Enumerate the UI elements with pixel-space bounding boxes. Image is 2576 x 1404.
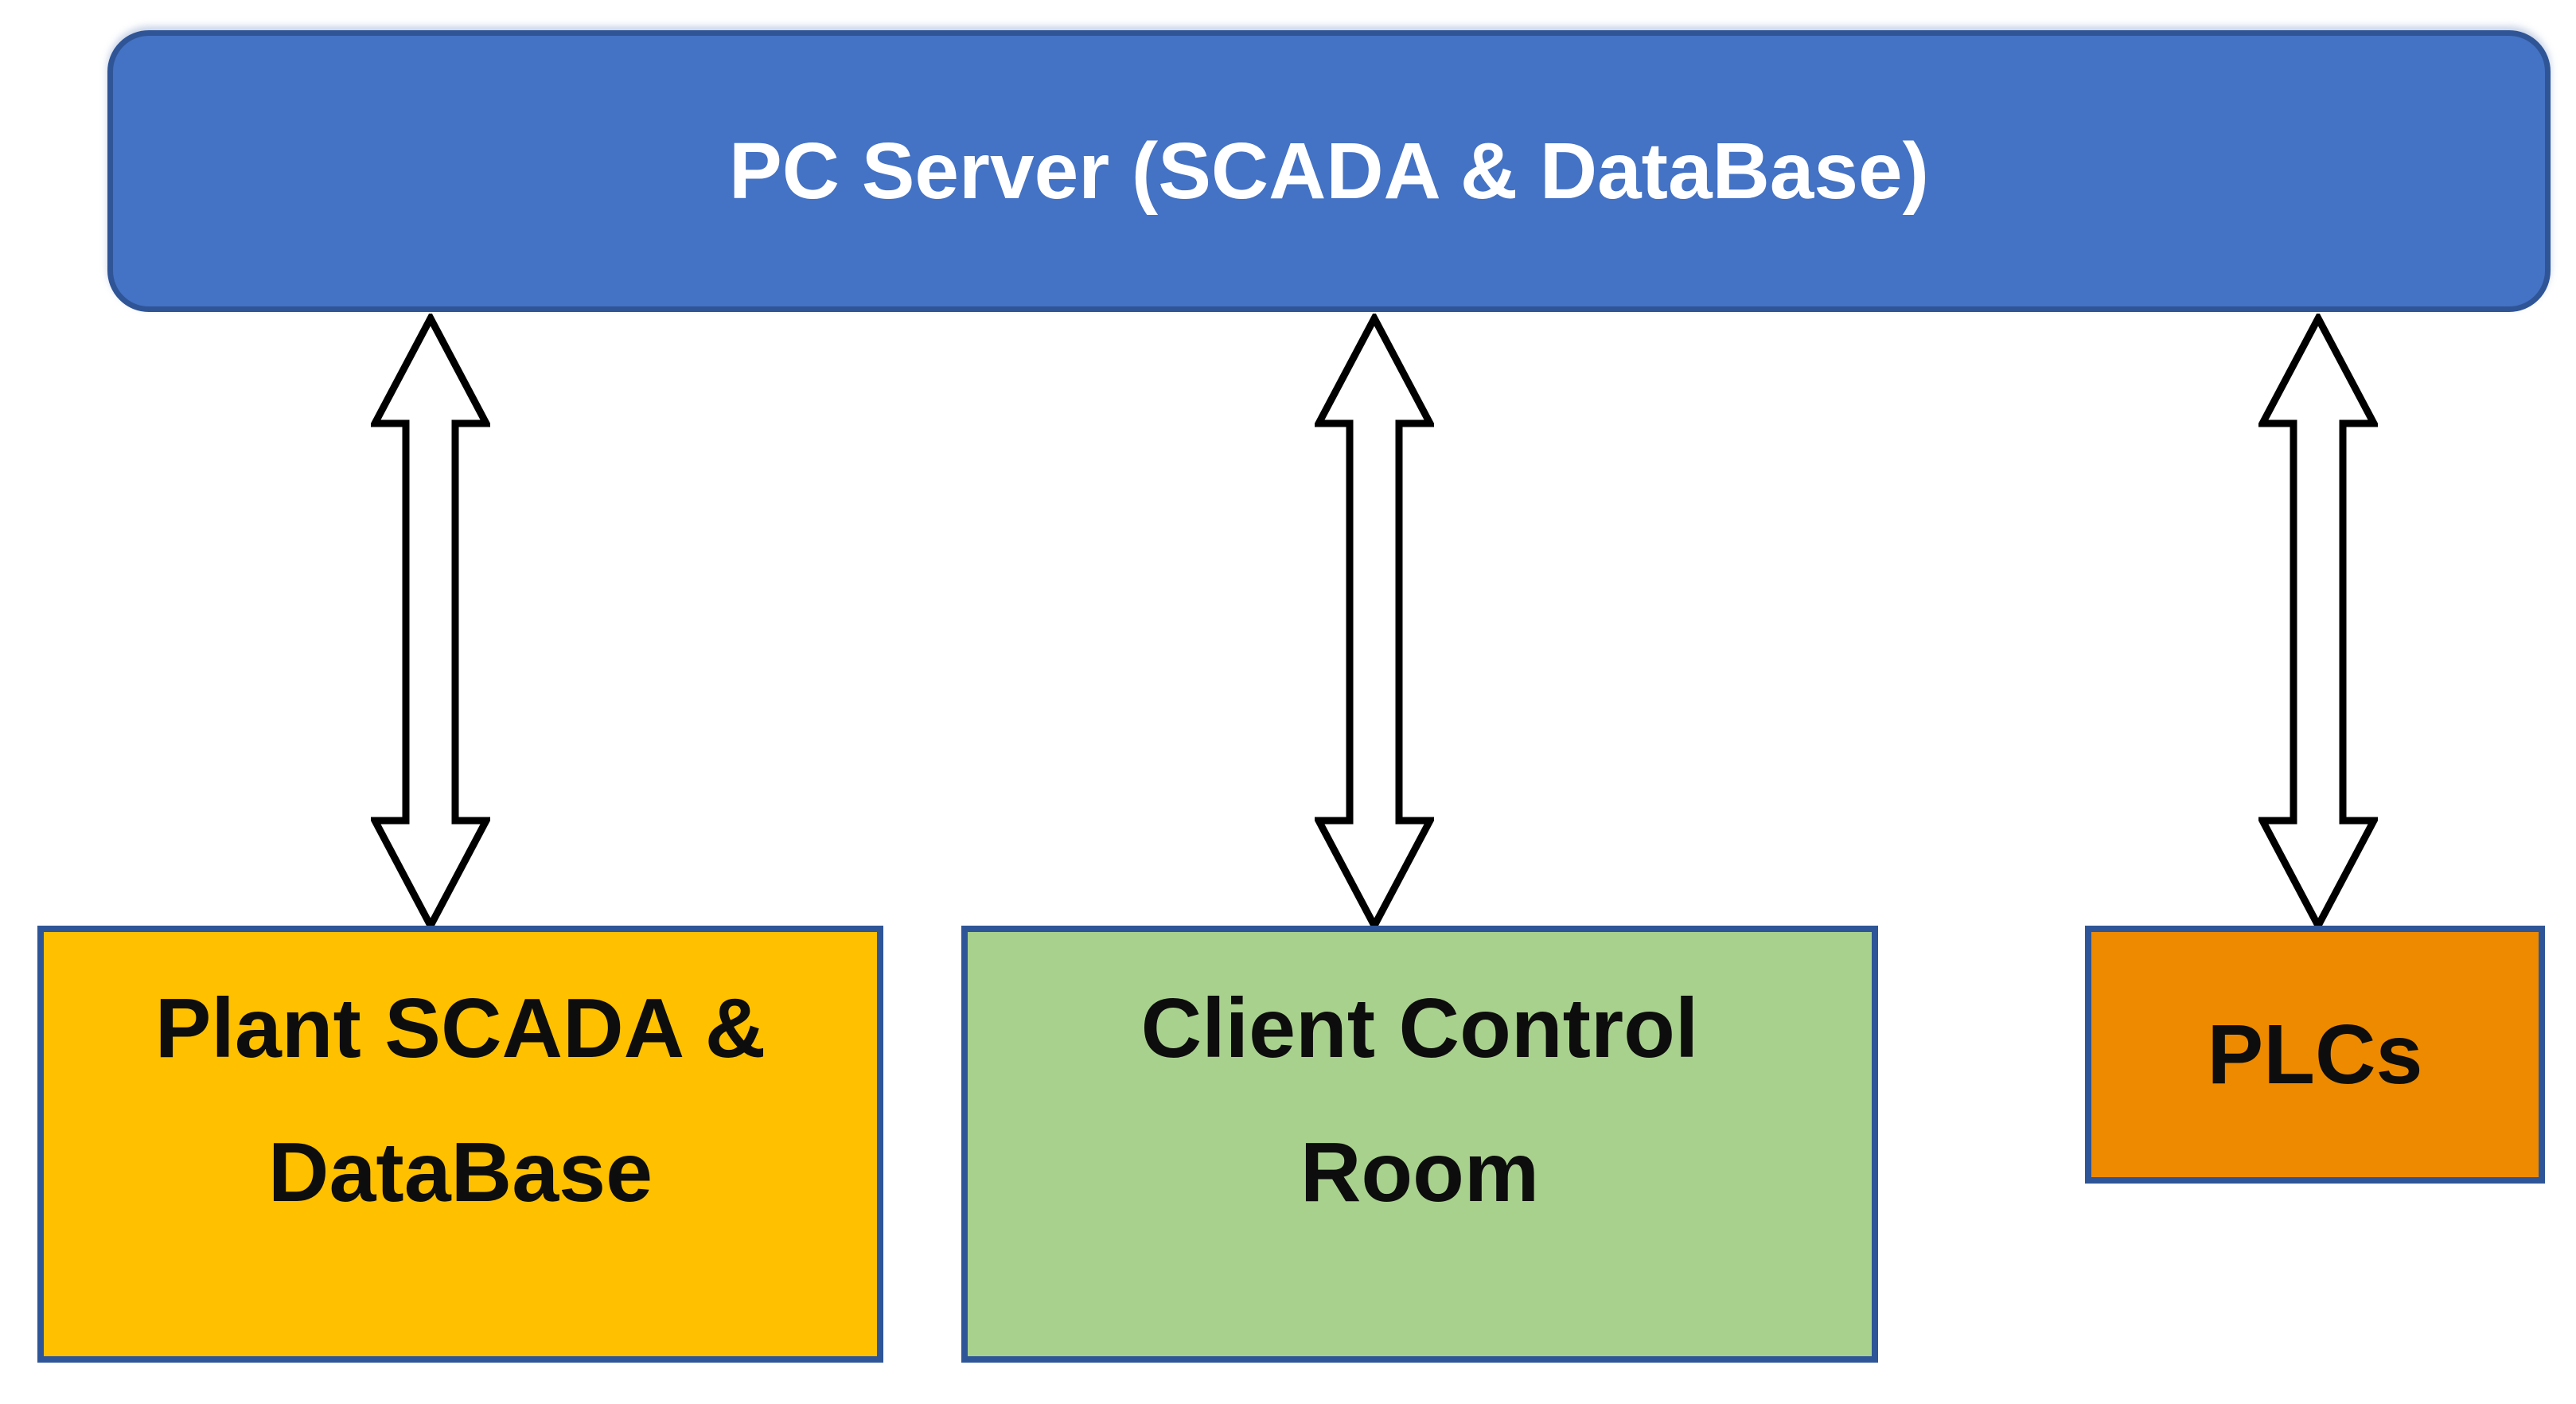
node-plcs: PLCs [2085, 926, 2545, 1184]
node-pc-server-label: PC Server (SCADA & DataBase) [729, 126, 1929, 216]
double-arrow-server-to-plcs [2258, 314, 2378, 930]
node-plant-scada-database: Plant SCADA & DataBase [37, 926, 883, 1363]
node-pc-server: PC Server (SCADA & DataBase) [107, 30, 2551, 312]
double-arrow-shape [371, 314, 490, 930]
double-arrow-server-to-client-control [1315, 314, 1434, 930]
node-plcs-label: PLCs [2207, 1007, 2423, 1102]
double-arrow-shape [1315, 314, 1434, 930]
node-client-control-label-line-2: Room [1300, 1125, 1540, 1219]
node-plant-scada-label-line-1: Plant SCADA & [154, 981, 766, 1076]
node-plant-scada-label-line-2: DataBase [267, 1125, 653, 1219]
double-arrow-shape [2258, 314, 2378, 930]
node-client-control-room: Client Control Room [961, 926, 1878, 1363]
node-client-control-label-line-1: Client Control [1140, 981, 1699, 1076]
double-arrow-server-to-plant-scada [371, 314, 490, 930]
